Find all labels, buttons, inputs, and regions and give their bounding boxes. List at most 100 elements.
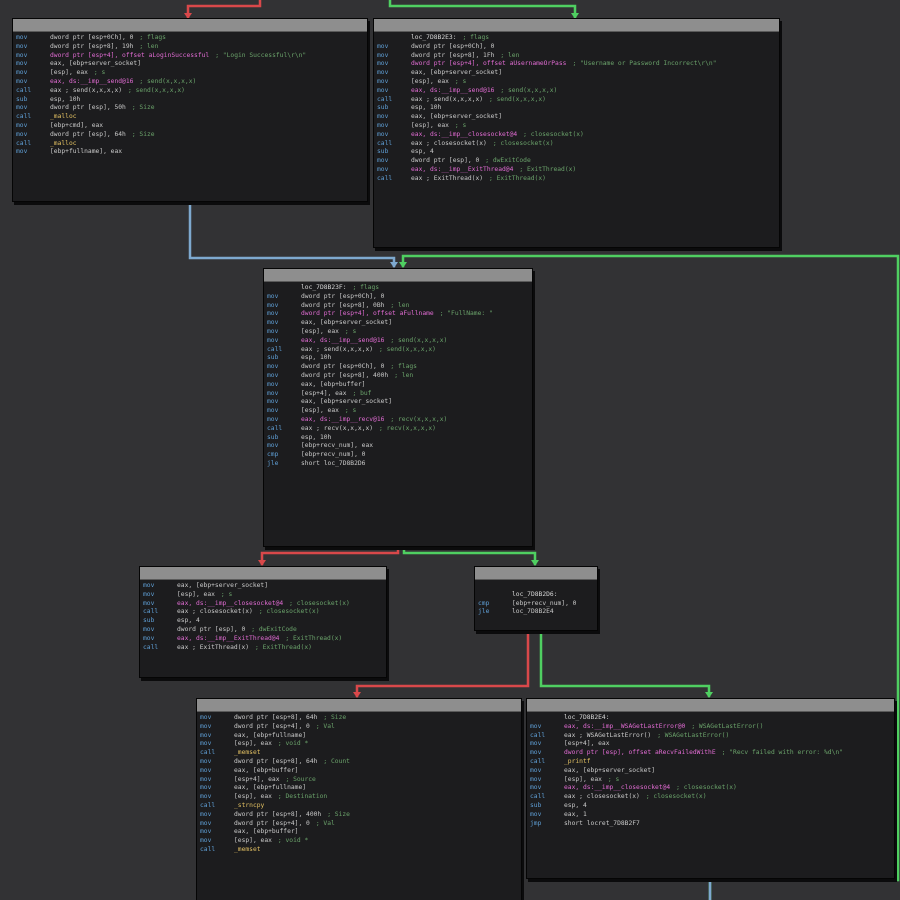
asm-line[interactable]: mov[esp], eax; s (267, 328, 529, 337)
code-block-title-bar[interactable] (197, 699, 521, 712)
asm-line[interactable]: cmp[ebp+recv_num], 0 (267, 451, 529, 460)
asm-line[interactable]: call_malloc (16, 113, 364, 122)
asm-line[interactable]: mov[esp+4], eax; buf (267, 390, 529, 399)
asm-line[interactable]: loc_7D8B2E4: (530, 714, 891, 723)
code-block-title-bar[interactable] (475, 567, 597, 580)
asm-line[interactable]: mov[esp+4], eax (530, 740, 891, 749)
asm-line[interactable]: cmp[ebp+recv_num], 0 (478, 600, 594, 609)
asm-line[interactable]: mov[ebp+cmd], eax (16, 122, 364, 131)
asm-line[interactable]: mov[esp+4], eax; Source (200, 776, 518, 785)
asm-line[interactable]: call_malloc (16, 140, 364, 149)
asm-line[interactable]: mov[esp], eax; s (530, 776, 891, 785)
code-block-title-bar[interactable] (527, 699, 894, 712)
asm-line[interactable] (478, 582, 594, 591)
asm-line[interactable]: call_memset (200, 749, 518, 758)
asm-line[interactable]: call_printf (530, 758, 891, 767)
asm-line[interactable]: call_memset (200, 846, 518, 855)
asm-line[interactable]: loc_7D8B23F:; flags (267, 284, 529, 293)
asm-line[interactable]: mov[esp], eax; s (143, 591, 383, 600)
code-block-title-bar[interactable] (13, 19, 367, 32)
asm-line[interactable]: loc_7D8B2D6: (478, 591, 594, 600)
asm-line[interactable]: mov[esp], eax; void * (200, 837, 518, 846)
code-block-title-bar[interactable] (140, 567, 386, 580)
asm-line[interactable]: mov[esp], eax; void * (200, 740, 518, 749)
code-block-title-bar[interactable] (264, 269, 532, 282)
code-block-title-bar[interactable] (374, 19, 779, 32)
asm-line[interactable]: call_strncpy (200, 802, 518, 811)
asm-line[interactable]: mov[esp], eax; s (267, 407, 529, 416)
asm-line[interactable]: mov[esp], eax; s (16, 69, 364, 78)
asm-line[interactable]: mov[esp], eax; Destination (200, 793, 518, 802)
asm-line[interactable]: mov[esp], eax; s (377, 122, 776, 131)
asm-line[interactable]: mov[ebp+fullname], eax (16, 148, 364, 157)
asm-line[interactable]: loc_7D8B2E3:; flags (377, 34, 776, 43)
